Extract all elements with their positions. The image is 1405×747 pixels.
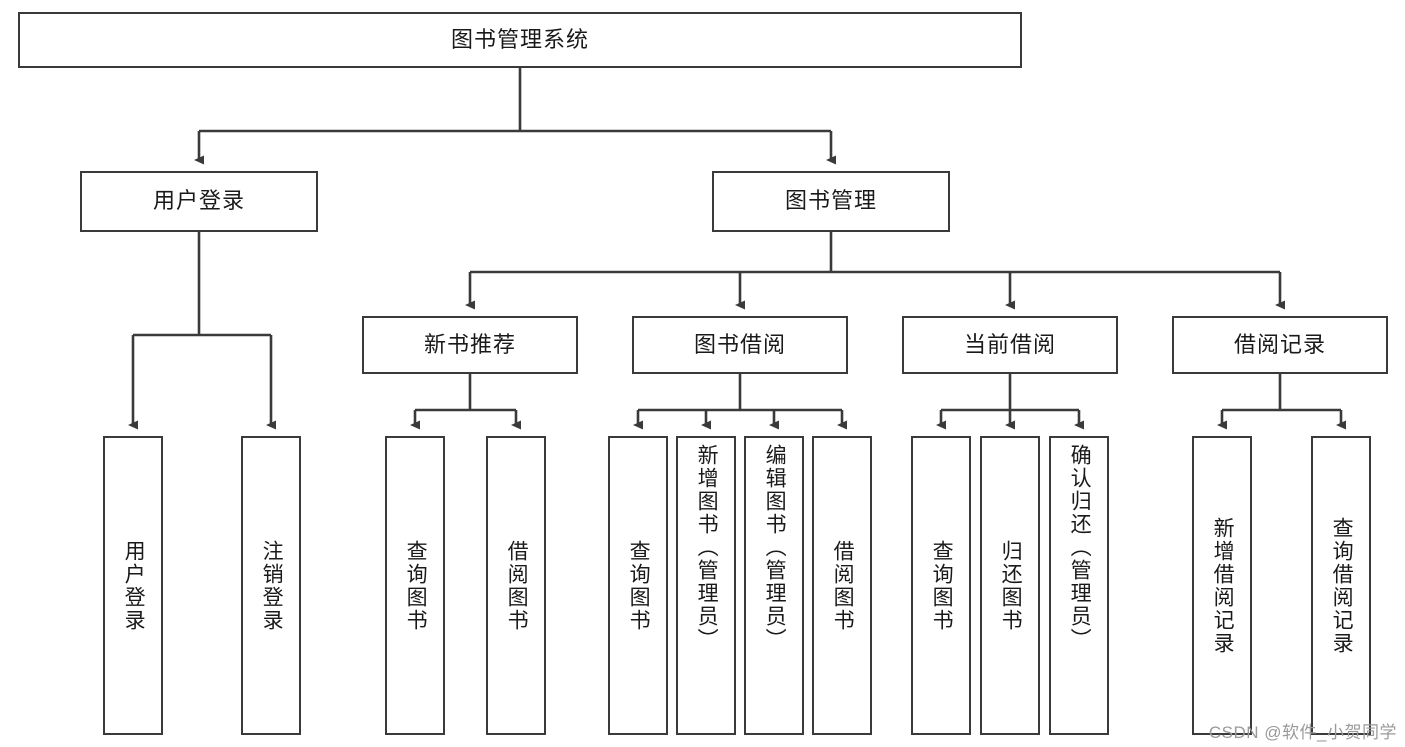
leaf-borrow-edit-book[interactable]: 编辑图书（管理员） <box>744 436 804 735</box>
node-root-label: 图书管理系统 <box>450 26 589 52</box>
leaf-record-add-record[interactable]: 新增借阅记录 <box>1192 436 1252 735</box>
leaf-borrow-borrow-book-label: 借阅图书 <box>831 539 855 632</box>
leaf-current-confirm-return[interactable]: 确认归还（管理员） <box>1049 436 1109 735</box>
leaf-current-return-book[interactable]: 归还图书 <box>980 436 1040 735</box>
leaf-current-return-book-label: 归还图书 <box>999 539 1023 632</box>
node-borrow-record[interactable]: 借阅记录 <box>1172 316 1388 374</box>
leaf-current-query-book-label: 查询图书 <box>930 539 954 632</box>
leaf-record-query-record-label: 查询借阅记录 <box>1330 516 1354 655</box>
leaf-borrow-query-book-label: 查询图书 <box>627 539 651 632</box>
leaf-recommend-query-book[interactable]: 查询图书 <box>385 436 445 735</box>
leaf-user-login-login-label: 用户登录 <box>122 539 146 632</box>
leaf-borrow-borrow-book[interactable]: 借阅图书 <box>812 436 872 735</box>
node-new-book-recommend-label: 新书推荐 <box>423 331 516 357</box>
leaf-record-query-record[interactable]: 查询借阅记录 <box>1311 436 1371 735</box>
leaf-recommend-query-book-label: 查询图书 <box>404 539 428 632</box>
node-book-management-label: 图书管理 <box>784 188 877 214</box>
leaf-record-add-record-label: 新增借阅记录 <box>1211 516 1235 655</box>
node-book-borrow-label: 图书借阅 <box>693 331 786 357</box>
leaf-borrow-add-book[interactable]: 新增图书（管理员） <box>676 436 736 735</box>
leaf-user-login-login[interactable]: 用户登录 <box>103 436 163 735</box>
node-book-borrow[interactable]: 图书借阅 <box>632 316 848 374</box>
leaf-borrow-add-book-label: 新增图书（管理员） <box>695 444 719 651</box>
leaf-borrow-query-book[interactable]: 查询图书 <box>608 436 668 735</box>
node-new-book-recommend[interactable]: 新书推荐 <box>362 316 578 374</box>
leaf-user-login-logout[interactable]: 注销登录 <box>241 436 301 735</box>
node-root[interactable]: 图书管理系统 <box>18 12 1022 68</box>
node-user-login[interactable]: 用户登录 <box>80 171 318 232</box>
node-book-management[interactable]: 图书管理 <box>712 171 950 232</box>
node-current-borrow-label: 当前借阅 <box>963 331 1056 357</box>
leaf-recommend-borrow-book[interactable]: 借阅图书 <box>486 436 546 735</box>
node-user-login-label: 用户登录 <box>152 188 245 214</box>
node-borrow-record-label: 借阅记录 <box>1233 331 1326 357</box>
leaf-recommend-borrow-book-label: 借阅图书 <box>505 539 529 632</box>
leaf-current-query-book[interactable]: 查询图书 <box>911 436 971 735</box>
node-current-borrow[interactable]: 当前借阅 <box>902 316 1118 374</box>
leaf-borrow-edit-book-label: 编辑图书（管理员） <box>763 444 787 651</box>
leaf-user-login-logout-label: 注销登录 <box>260 539 284 632</box>
csdn-watermark: CSDN @软件_小贺同学 <box>1208 723 1397 742</box>
leaf-current-confirm-return-label: 确认归还（管理员） <box>1068 444 1092 651</box>
